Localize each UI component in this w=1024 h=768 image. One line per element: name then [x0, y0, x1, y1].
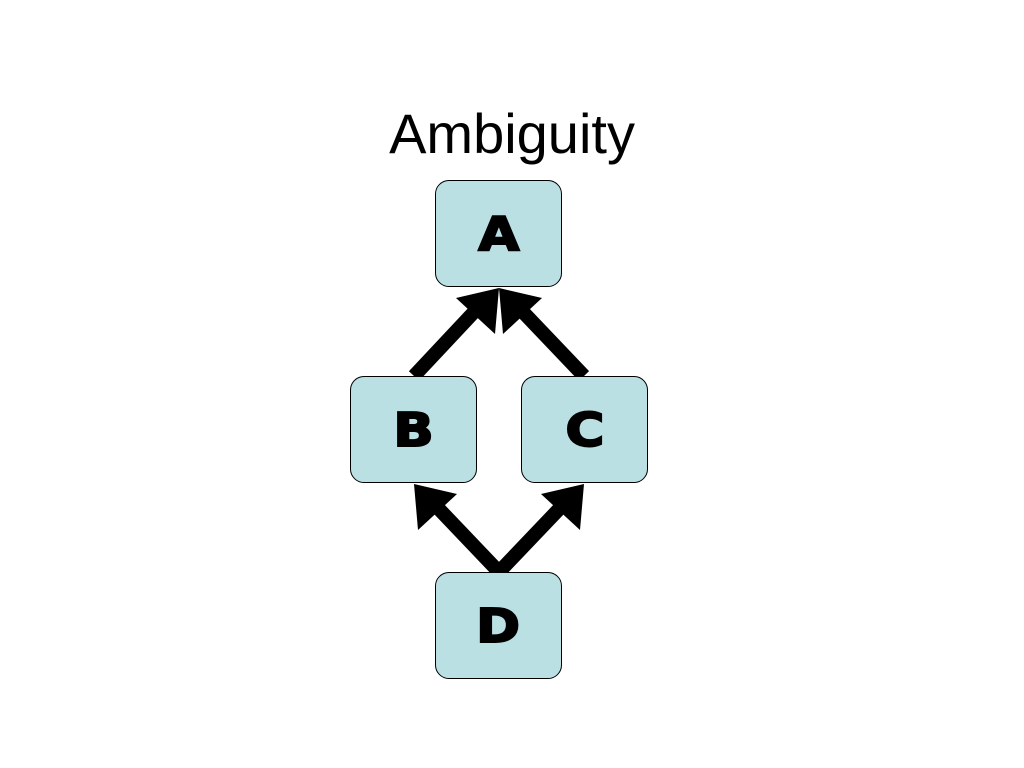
arrow-d-to-c	[493, 484, 584, 577]
node-d-label: D	[475, 598, 521, 654]
node-c: C	[521, 376, 648, 483]
arrow-b-to-a	[408, 288, 499, 381]
arrow-c-to-a	[499, 288, 590, 381]
node-a: A	[435, 180, 562, 287]
node-d: D	[435, 572, 562, 679]
arrow-d-to-b	[414, 484, 505, 577]
slide-title: Ambiguity	[389, 102, 635, 165]
node-c-label: C	[564, 402, 605, 458]
node-b-label: B	[392, 402, 435, 458]
node-a-label: A	[477, 206, 520, 262]
node-b: B	[350, 376, 477, 483]
